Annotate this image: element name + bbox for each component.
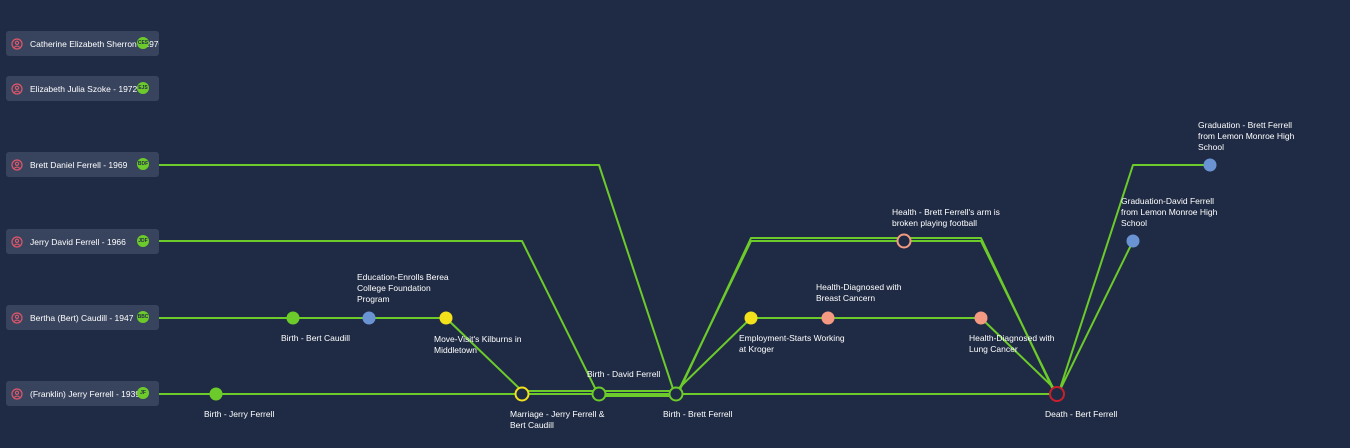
- person-icon: [10, 387, 24, 401]
- event-label-health-breast: Health-Diagnosed with Breast Cancern: [816, 282, 902, 303]
- person-name: Catherine Elizabeth Sherron - 1970: [30, 38, 159, 49]
- event-label-birth-david: Birth - David Ferrell: [587, 369, 661, 379]
- person-initials-badge: BBC: [137, 311, 149, 323]
- event-node-birth-jerry[interactable]: [209, 387, 223, 401]
- person-name: (Franklin) Jerry Ferrell - 1939: [30, 388, 141, 399]
- person-card-bbc[interactable]: Bertha (Bert) Caudill - 1947 BBC: [6, 305, 159, 330]
- event-label-health-arm: Health - Brett Ferrell's arm is broken p…: [892, 207, 1000, 228]
- event-label-birth-bert: Birth - Bert Caudill: [281, 333, 350, 343]
- person-initials-badge: JDF: [137, 235, 149, 247]
- event-node-birth-brett[interactable]: [668, 386, 684, 402]
- timeline-line-brett-ferrell: [159, 164, 1210, 399]
- event-node-birth-bert[interactable]: [286, 311, 300, 325]
- person-icon: [10, 37, 24, 51]
- person-card-jdf[interactable]: Jerry David Ferrell - 1966 JDF: [6, 229, 159, 254]
- event-node-employment[interactable]: [744, 311, 758, 325]
- person-icon: [10, 311, 24, 325]
- event-node-birth-david[interactable]: [591, 386, 607, 402]
- event-label-marriage: Marriage - Jerry Ferrell & Bert Caudill: [510, 409, 605, 430]
- person-card-bdf[interactable]: Brett Daniel Ferrell - 1969 BDF: [6, 152, 159, 177]
- event-node-health-breast[interactable]: [821, 311, 835, 325]
- event-node-death-bert[interactable]: [1049, 386, 1065, 402]
- person-name: Brett Daniel Ferrell - 1969: [30, 159, 128, 170]
- event-label-health-lung: Health-Diagnosed with Lung Cancer: [969, 333, 1055, 354]
- person-icon: [10, 82, 24, 96]
- event-node-edu-berea[interactable]: [362, 311, 376, 325]
- event-node-health-arm[interactable]: [896, 233, 912, 249]
- event-label-grad-brett: Graduation - Brett Ferrell from Lemon Mo…: [1198, 120, 1295, 152]
- person-name: Jerry David Ferrell - 1966: [30, 236, 126, 247]
- person-initials-badge: CES: [137, 37, 149, 49]
- event-label-birth-brett: Birth - Brett Ferrell: [663, 409, 733, 419]
- event-label-edu-berea: Education-Enrolls Berea College Foundati…: [357, 272, 449, 304]
- person-icon: [10, 235, 24, 249]
- event-node-move-kilburns[interactable]: [439, 311, 453, 325]
- event-node-health-lung[interactable]: [974, 311, 988, 325]
- person-name: Elizabeth Julia Szoke - 1972: [30, 83, 138, 94]
- event-node-marriage[interactable]: [514, 386, 530, 402]
- person-card-ejs[interactable]: Elizabeth Julia Szoke - 1972 EJS: [6, 76, 159, 101]
- event-node-grad-david[interactable]: [1126, 234, 1140, 248]
- person-card-fjf[interactable]: (Franklin) Jerry Ferrell - 1939 JF: [6, 381, 159, 406]
- person-initials-badge: BDF: [137, 158, 149, 170]
- event-label-grad-david: Graduation-David Ferrell from Lemon Monr…: [1121, 196, 1218, 228]
- event-node-grad-brett[interactable]: [1203, 158, 1217, 172]
- timeline-line-bert-caudill: [159, 317, 1058, 392]
- person-initials-badge: JF: [137, 387, 149, 399]
- event-label-death-bert: Death - Bert Ferrell: [1045, 409, 1118, 419]
- event-label-birth-jerry: Birth - Jerry Ferrell: [204, 409, 275, 419]
- person-icon: [10, 158, 24, 172]
- person-initials-badge: EJS: [137, 82, 149, 94]
- event-label-move-kilburns: Move-Visit's Kilburns in Middletown: [434, 334, 522, 355]
- person-card-ces[interactable]: Catherine Elizabeth Sherron - 1970 CES: [6, 31, 159, 56]
- event-label-employment: Employment-Starts Working at Kroger: [739, 333, 845, 354]
- person-name: Bertha (Bert) Caudill - 1947: [30, 312, 134, 323]
